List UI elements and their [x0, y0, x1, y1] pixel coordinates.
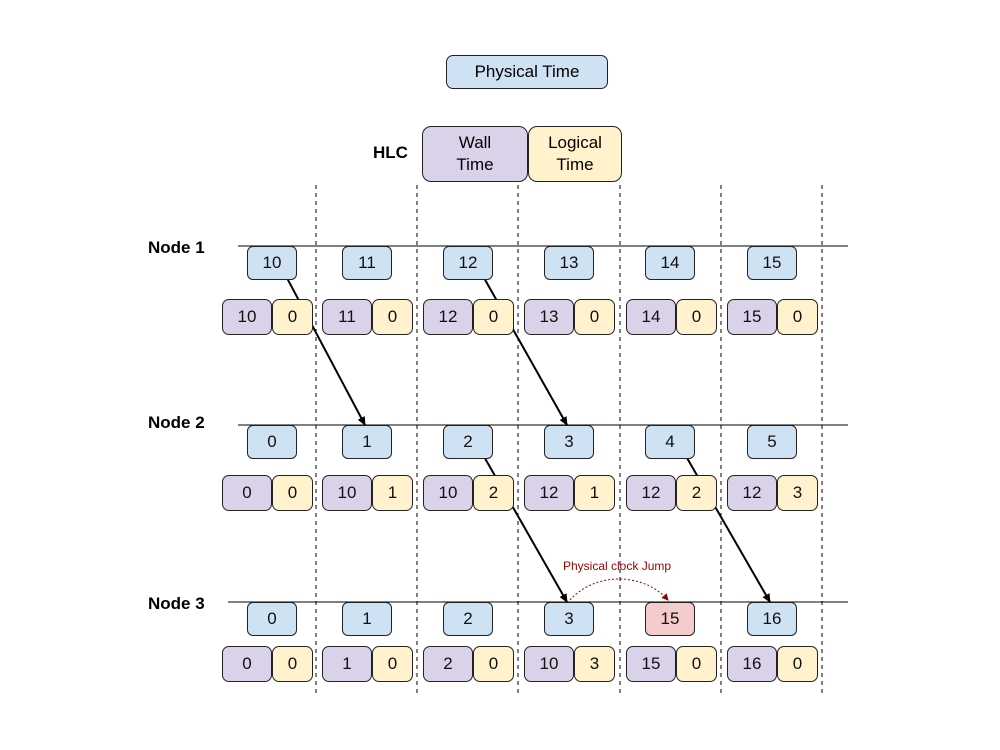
physical-time: 4	[645, 425, 695, 459]
physical-time: 14	[645, 246, 695, 280]
physical-time-jumped: 15	[645, 602, 695, 636]
node-label: Node 1	[148, 238, 205, 257]
hlc-logical-time: 0	[473, 299, 514, 335]
hlc-wall-time: 15	[727, 299, 777, 335]
hlc-logical-time: 3	[777, 475, 818, 511]
physical-time: 5	[747, 425, 797, 459]
hlc-wall-time: 12	[423, 299, 473, 335]
hlc-wall-time: 13	[524, 299, 574, 335]
hlc-logical-time: 0	[777, 646, 818, 682]
hlc-logical-time: 0	[272, 475, 313, 511]
hlc-wall-time: 1	[322, 646, 372, 682]
legend-physical-time: Physical Time	[446, 55, 608, 89]
hlc-logical-time: 0	[676, 646, 717, 682]
hlc-logical-time: 1	[574, 475, 615, 511]
physical-time: 3	[544, 425, 594, 459]
node-label: Node 3	[148, 594, 205, 613]
hlc-logical-time: 0	[777, 299, 818, 335]
clock-jump-label: Physical clock Jump	[563, 559, 672, 573]
physical-time: 15	[747, 246, 797, 280]
hlc-wall-time: 12	[727, 475, 777, 511]
hlc-wall-time: 10	[524, 646, 574, 682]
hlc-wall-time: 12	[626, 475, 676, 511]
hlc-wall-time: 12	[524, 475, 574, 511]
clock-jump-arrow	[569, 578, 669, 601]
hlc-logical-time: 0	[372, 646, 413, 682]
physical-time: 2	[443, 425, 493, 459]
physical-time: 2	[443, 602, 493, 636]
physical-time: 12	[443, 246, 493, 280]
hlc-wall-time: 2	[423, 646, 473, 682]
physical-time: 16	[747, 602, 797, 636]
hlc-logical-time: 0	[272, 646, 313, 682]
hlc-logical-time: 0	[574, 299, 615, 335]
physical-time: 1	[342, 425, 392, 459]
hlc-logical-time: 1	[372, 475, 413, 511]
legend-wall-time: Wall Time	[422, 126, 528, 182]
physical-time: 10	[247, 246, 297, 280]
hlc-wall-time: 10	[222, 299, 272, 335]
hlc-logical-time: 3	[574, 646, 615, 682]
hlc-wall-time: 14	[626, 299, 676, 335]
physical-time: 0	[247, 425, 297, 459]
hlc-wall-time: 11	[322, 299, 372, 335]
hlc-wall-time: 0	[222, 646, 272, 682]
hlc-logical-time: 0	[473, 646, 514, 682]
physical-time: 1	[342, 602, 392, 636]
hlc-logical-time: 0	[272, 299, 313, 335]
hlc-logical-time: 2	[676, 475, 717, 511]
node-label: Node 2	[148, 413, 205, 432]
physical-time: 13	[544, 246, 594, 280]
hlc-wall-time: 10	[423, 475, 473, 511]
legend-logical-time: Logical Time	[528, 126, 622, 182]
hlc-wall-time: 16	[727, 646, 777, 682]
hlc-wall-time: 10	[322, 475, 372, 511]
hlc-wall-time: 0	[222, 475, 272, 511]
hlc-logical-time: 0	[372, 299, 413, 335]
physical-time: 3	[544, 602, 594, 636]
hlc-logical-time: 0	[676, 299, 717, 335]
physical-time: 0	[247, 602, 297, 636]
hlc-logical-time: 2	[473, 475, 514, 511]
legend-hlc-label: HLC	[373, 143, 408, 162]
physical-time: 11	[342, 246, 392, 280]
hlc-wall-time: 15	[626, 646, 676, 682]
